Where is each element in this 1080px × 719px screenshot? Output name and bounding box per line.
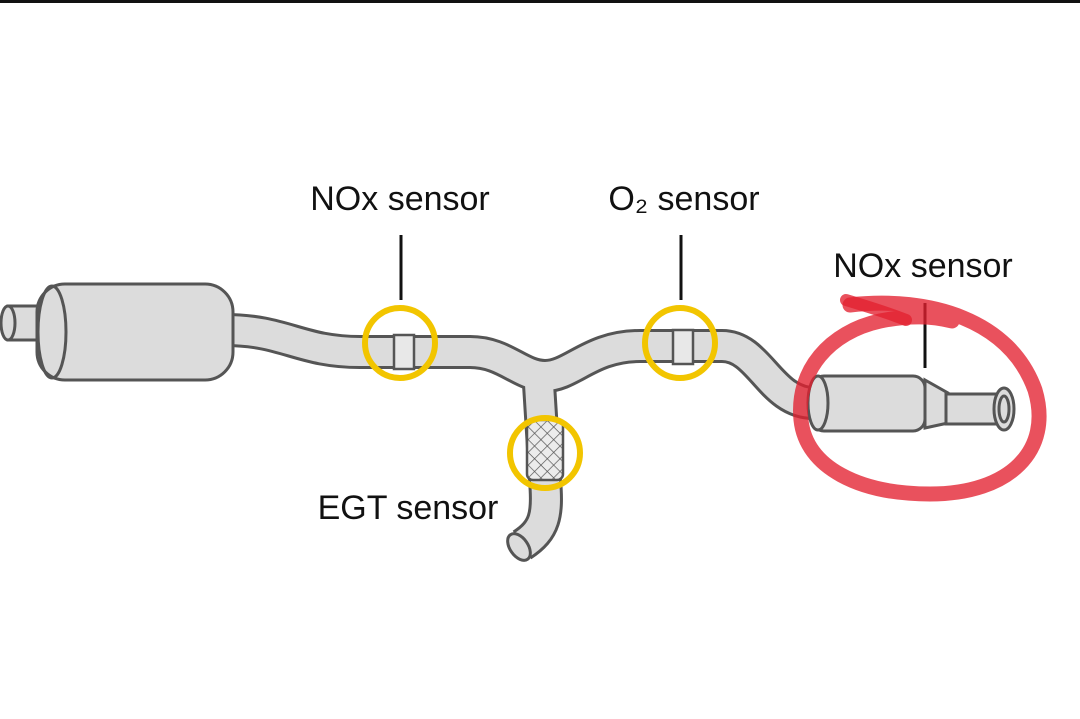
o2-sensor-ring bbox=[642, 305, 718, 381]
o2-sensor-band bbox=[671, 328, 695, 366]
nox-sensor-upstream-label: NOx sensor bbox=[310, 180, 490, 218]
nox-sensor-upstream-ring bbox=[362, 305, 438, 381]
top-border bbox=[0, 0, 1080, 3]
egt-sensor-ring bbox=[507, 415, 583, 491]
egt-braided-section bbox=[525, 418, 565, 482]
muffler-end-cap bbox=[36, 284, 68, 380]
main-pipe bbox=[224, 316, 816, 417]
egt-sensor-label: EGT sensor bbox=[318, 489, 499, 527]
converter-neck bbox=[944, 392, 1000, 426]
tailpipe-opening bbox=[0, 304, 17, 342]
nox-sensor-downstream-label: NOx sensor bbox=[833, 247, 1013, 285]
red-annotation-circle bbox=[793, 295, 1047, 502]
outlet-flange-inner bbox=[997, 394, 1011, 424]
red-annotation-stroke bbox=[840, 294, 912, 326]
branch-pipe-opening bbox=[506, 532, 532, 562]
nox-sensor-upstream-band bbox=[392, 333, 416, 371]
o2-sensor-label: O₂ sensor bbox=[608, 180, 759, 218]
